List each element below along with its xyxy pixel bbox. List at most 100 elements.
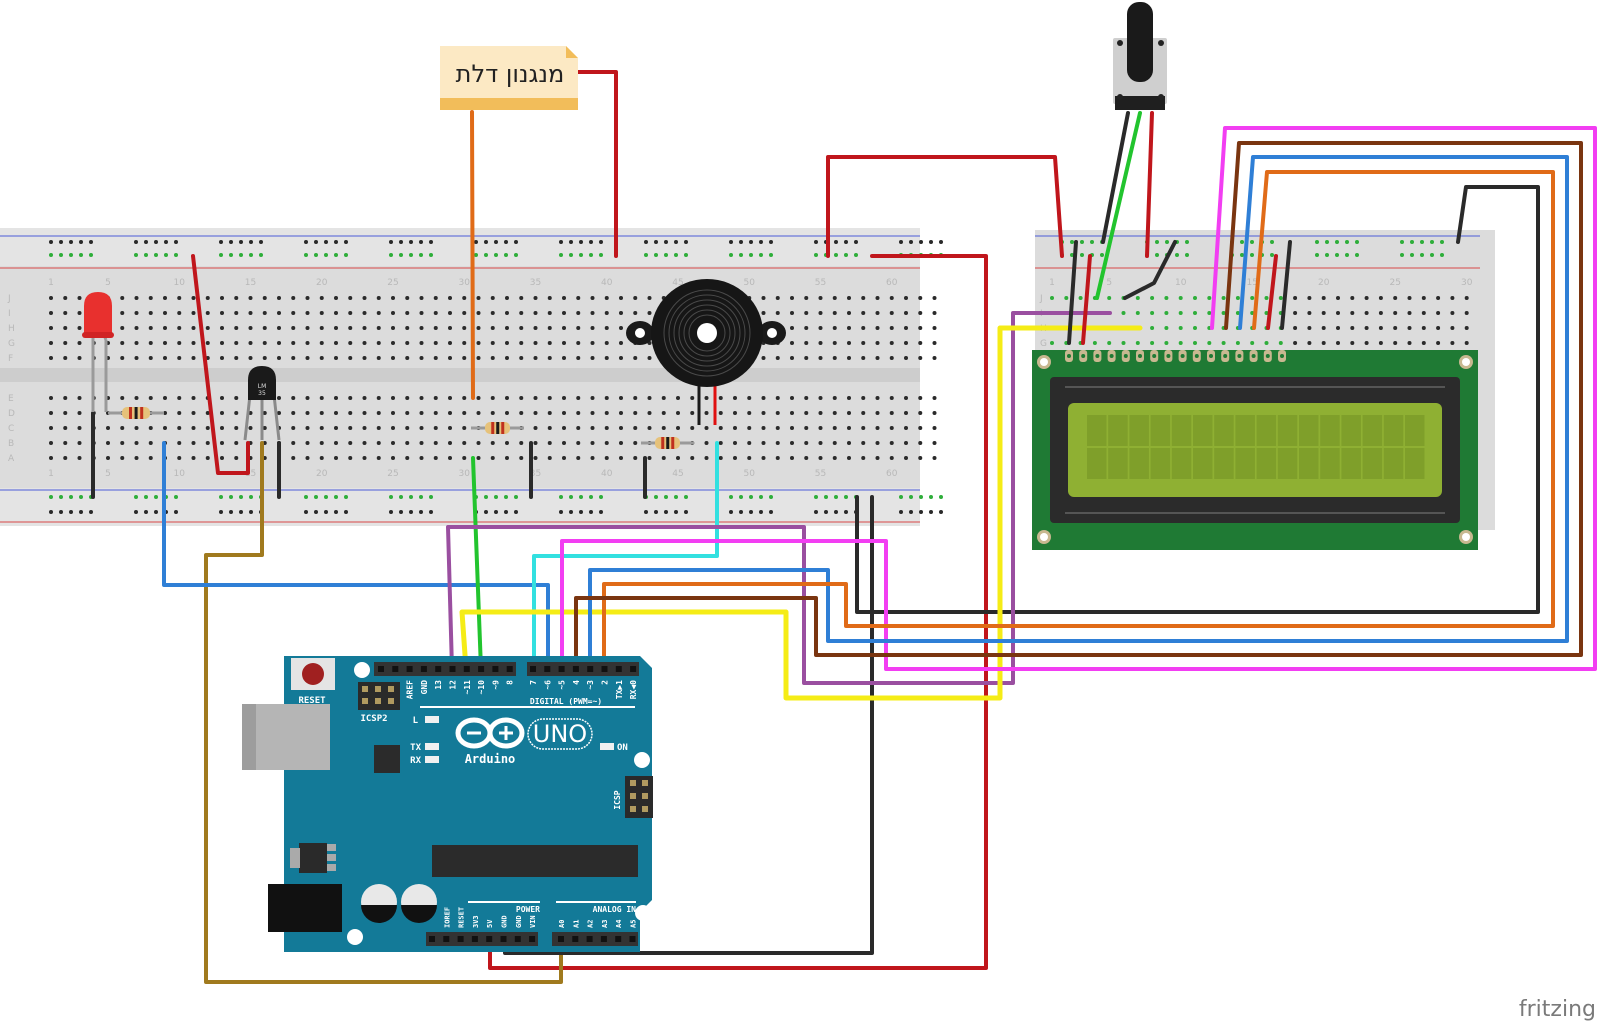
row-label: I (8, 309, 11, 319)
wire-red-rail-to-5v (488, 254, 988, 970)
arduino-label: Arduino (465, 752, 516, 766)
column-number: 55 (815, 278, 826, 288)
wire-red-top-loop (826, 155, 1064, 258)
row-label: J (1039, 294, 1043, 304)
wire-green-d10 (471, 456, 483, 671)
pin-label: A2 (587, 920, 595, 928)
lcd-char-cell (1214, 415, 1234, 446)
column-number: 1 (48, 469, 54, 479)
lcd-char-cell (1150, 448, 1171, 479)
lcd-char-cell (1193, 415, 1213, 446)
wire-yellow-d11 (459, 325, 1143, 701)
pin-label: 2 (601, 680, 610, 685)
lcd-char-cell (1405, 448, 1425, 479)
lcd-char-cell (1129, 448, 1149, 479)
wire-orange-note (470, 110, 475, 400)
wire-green-pot (1095, 111, 1142, 300)
pin-label: 5V (486, 919, 494, 928)
pin-label: 7 (529, 680, 538, 685)
lcd-char-cell (1383, 415, 1404, 446)
row-label: G (8, 339, 15, 349)
lcd-char-cell (1405, 415, 1425, 446)
lcd-char-cell (1108, 448, 1128, 479)
note-door-mechanism: מנגנון דלת (440, 46, 578, 110)
lcd-char-cell (1171, 448, 1192, 479)
temperature-sensor-lm35: LM 35 (243, 366, 281, 441)
column-number: 55 (815, 469, 826, 479)
lcd-char-cell (1320, 448, 1340, 479)
pin-label: 12 (449, 680, 458, 690)
column-number: 50 (744, 278, 756, 288)
led-tx-label: TX (410, 743, 421, 753)
wire-black-rb2 (1123, 240, 1177, 300)
column-number: 60 (886, 278, 898, 288)
row-label: J (7, 294, 11, 304)
lcd-char-cell (1235, 448, 1255, 479)
column-number: 50 (744, 469, 756, 479)
column-number: 15 (245, 278, 256, 288)
led (82, 292, 114, 412)
wire-ochre-a0 (204, 441, 563, 984)
led-on-label: ON (617, 743, 628, 753)
column-number: 15 (245, 469, 256, 479)
column-number: 15 (1246, 278, 1257, 288)
reset-label: RESET (298, 696, 326, 706)
lcd-display (1032, 350, 1478, 550)
lcd-char-cell (1087, 415, 1107, 446)
wire-black-rb1 (1067, 240, 1078, 345)
power-jack (268, 884, 342, 932)
arduino-logo: UNO Arduino (455, 717, 593, 766)
column-number: 10 (1175, 278, 1187, 288)
column-number: 5 (105, 469, 111, 479)
pin-label: A5 (630, 920, 638, 928)
wire-brown-d4 (574, 141, 1583, 671)
lcd-char-cell (1150, 415, 1171, 446)
lcd-char-cell (1087, 448, 1107, 479)
pin-label: TX▶1 (615, 680, 624, 699)
pin-label: 8 (506, 680, 515, 685)
resistor (641, 437, 694, 449)
wire-blue-d3 (588, 155, 1569, 671)
column-number: 25 (387, 469, 398, 479)
lcd-char-cell (1277, 448, 1298, 479)
row-label: F (8, 354, 13, 364)
microcontroller-chip (432, 845, 638, 877)
uno-label: UNO (533, 720, 587, 748)
wire-purple-d12 (446, 311, 1112, 685)
lcd-char-cell (1341, 415, 1361, 446)
row-label: B (8, 439, 14, 449)
pin-label: A0 (558, 920, 566, 928)
pin-label: 13 (434, 680, 443, 690)
pin-label: GND (501, 915, 509, 928)
usb-port (242, 704, 330, 770)
wire-black-pot (1101, 111, 1130, 244)
lcd-char-cell (1214, 448, 1234, 479)
lcd-char-cell (1299, 415, 1319, 446)
pin-label: AREF (406, 680, 415, 699)
column-number: 1 (1049, 278, 1055, 288)
lcd-char-cell (1193, 448, 1213, 479)
row-label: H (8, 324, 15, 334)
pin-label: A3 (601, 920, 609, 928)
wire-red-note (564, 70, 618, 258)
lcd-char-cell (1256, 415, 1277, 446)
column-number: 30 (459, 469, 471, 479)
lcd-char-cell (1299, 448, 1319, 479)
pin-label: GND (420, 680, 429, 695)
row-label: E (8, 394, 14, 404)
pin-label: 3V3 (472, 915, 480, 928)
pin-label: IOREF (443, 907, 451, 928)
wire-red-pot (1145, 111, 1154, 258)
lcd-char-cell (1129, 415, 1149, 446)
pin-label: ~6 (543, 680, 552, 690)
wire-red-rb1 (1081, 254, 1092, 345)
column-number: 1 (48, 278, 54, 288)
row-label: C (8, 424, 14, 434)
wire-orange-d2 (602, 170, 1555, 671)
lcd-char-cell (1383, 448, 1404, 479)
column-number: 40 (601, 469, 613, 479)
column-number: 20 (316, 469, 328, 479)
column-number: 30 (459, 278, 471, 288)
fritzing-logo: fritzing (1519, 997, 1596, 1022)
